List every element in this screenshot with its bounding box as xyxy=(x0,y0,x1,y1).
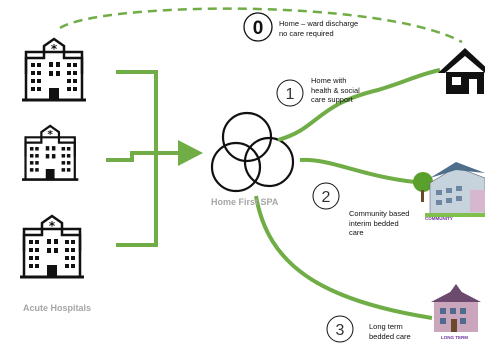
pathway1-label: Home with health & social care support xyxy=(311,76,360,104)
pathway3-number-circle xyxy=(326,315,354,343)
long-term-care-icon xyxy=(431,284,481,332)
venn-circles-icon xyxy=(210,111,295,193)
hospitals-label: Acute Hospitals xyxy=(23,303,92,313)
pathway2-connector xyxy=(299,157,416,184)
hospital-icon xyxy=(18,214,86,279)
hub-label: Home First SPA xyxy=(211,197,279,207)
hospital-connectors xyxy=(106,70,182,247)
hospital-icon xyxy=(20,124,80,181)
pathway1-number-circle xyxy=(276,79,304,107)
community-building-icon xyxy=(413,162,485,217)
pathway1-number: 1 xyxy=(286,86,295,103)
pathway3-number: 3 xyxy=(336,322,345,339)
arrow-right-icon xyxy=(178,140,203,166)
pathway2-number: 2 xyxy=(322,189,331,206)
pathway0-dashed-connector xyxy=(59,7,463,44)
house-icon xyxy=(438,48,485,94)
pathway3-label: Long term bedded care xyxy=(369,322,411,341)
pathway2-number-circle xyxy=(312,182,340,210)
pathway2-label: Community based interim bedded care xyxy=(349,209,410,237)
pathway3-connector xyxy=(254,195,433,320)
pathway0-number-circle xyxy=(243,12,273,42)
pathway0-number: 0 xyxy=(253,18,264,39)
hospital-icon xyxy=(20,37,88,102)
longterm-tag: LONG TERM xyxy=(441,335,468,340)
pathway1-connector xyxy=(277,68,441,142)
community-tag: COMMUNITY xyxy=(425,216,453,221)
pathway0-label: Home – ward discharge no care required xyxy=(279,19,359,38)
